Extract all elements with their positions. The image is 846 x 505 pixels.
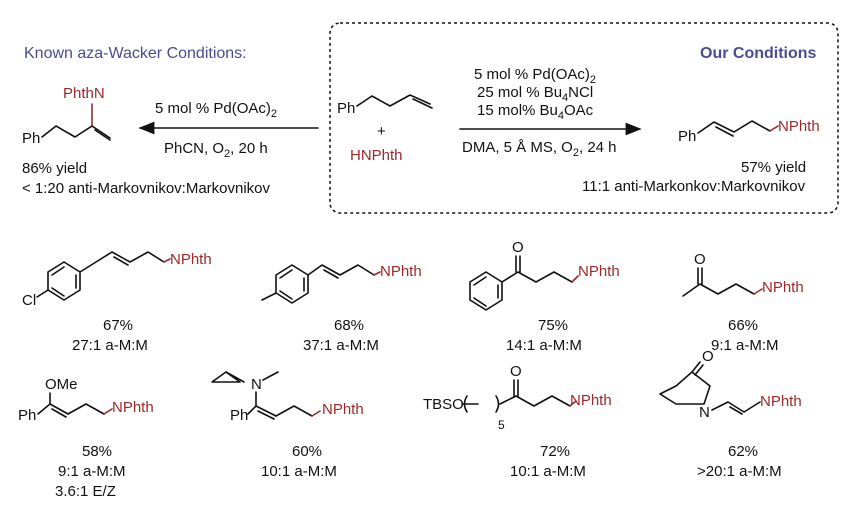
scope-8-n: N xyxy=(699,404,710,421)
scope-6-nphth: NPhth xyxy=(322,401,364,418)
scope-5-ratio: 9:1 a-M:M xyxy=(58,463,126,480)
our-conditions-title: Our Conditions xyxy=(700,45,817,62)
scope-5-ph: Ph xyxy=(18,407,36,424)
scope-8-ratio: >20:1 a-M:M xyxy=(697,463,782,480)
scope-6-n: N xyxy=(251,376,262,393)
known-conditions-line2: PhCN, O2, 20 h xyxy=(164,140,268,160)
known-yield: 86% yield xyxy=(22,160,87,177)
our-product: Ph NPhth xyxy=(678,118,820,145)
substrate-4-phenylbutene: Ph xyxy=(337,94,433,117)
our-conditions-line2: 25 mol % Bu4NCl xyxy=(477,84,593,104)
scope-6-ph: Ph xyxy=(230,407,248,424)
scope-3-nphth: NPhth xyxy=(578,263,620,280)
scope-5-nphth: NPhth xyxy=(112,399,154,416)
scope-5-ome: OMe xyxy=(45,376,78,393)
plus-sign: + xyxy=(377,123,386,140)
scope-product-2: NPhth xyxy=(261,263,422,304)
scope-4-ratio: 9:1 a-M:M xyxy=(711,337,779,354)
scope-1-nphth: NPhth xyxy=(170,251,212,268)
scope-4-o: O xyxy=(694,251,706,268)
scope-2-ratio: 37:1 a-M:M xyxy=(303,337,379,354)
scope-product-4: O NPhth xyxy=(682,251,804,297)
scope-7-yield: 72% xyxy=(540,443,570,460)
scope-3-ratio: 14:1 a-M:M xyxy=(506,337,582,354)
our-yield: 57% yield xyxy=(741,159,806,176)
our-conditions-line3: 15 mol% Bu4OAc xyxy=(477,102,594,122)
scope-5-ez: 3.6:1 E/Z xyxy=(55,483,116,500)
scope-8-o: O xyxy=(702,348,714,365)
scope-6-ratio: 10:1 a-M:M xyxy=(261,463,337,480)
scope-1-cl: Cl xyxy=(22,292,36,309)
scope-7-nphth: NPhth xyxy=(570,392,612,409)
our-selectivity: 11:1 anti-Markonkov:Markovnikov xyxy=(582,178,806,195)
our-conditions-line4: DMA, 5 Å MS, O2, 24 h xyxy=(462,139,617,159)
known-conditions-title: Known aza-Wacker Conditions: xyxy=(24,45,247,62)
scope-3-yield: 75% xyxy=(538,317,568,334)
scope-product-8: O N NPhth xyxy=(659,348,802,421)
scope-5-yield: 58% xyxy=(82,443,112,460)
known-conditions-line1: 5 mol % Pd(OAc)2 xyxy=(155,100,277,120)
our-product-ph: Ph xyxy=(678,128,696,145)
scope-3-o: O xyxy=(512,239,524,256)
scope-product-3: O NPhth xyxy=(469,239,620,311)
scope-4-yield: 66% xyxy=(728,317,758,334)
scope-product-7: TBSO 5 O NPhth xyxy=(423,363,612,432)
scope-1-ratio: 27:1 a-M:M xyxy=(72,337,148,354)
scope-6-yield: 60% xyxy=(292,443,322,460)
scope-product-6: N Ph NPhth xyxy=(211,371,364,424)
scope-2-yield: 68% xyxy=(334,317,364,334)
our-product-nphth: NPhth xyxy=(778,118,820,135)
scope-7-tbso: TBSO xyxy=(423,396,464,413)
scope-8-yield: 62% xyxy=(728,443,758,460)
scope-product-5: OMe Ph NPhth xyxy=(18,376,154,424)
scope-product-1: Cl NPhth xyxy=(22,251,212,309)
known-selectivity: < 1:20 anti-Markovnikov:Markovnikov xyxy=(22,180,271,197)
scope-1-yield: 67% xyxy=(103,317,133,334)
scope-7-o: O xyxy=(510,363,522,380)
reagent-hnphth: HNPhth xyxy=(350,147,403,164)
scope-7-ratio: 10:1 a-M:M xyxy=(510,463,586,480)
scope-2-nphth: NPhth xyxy=(380,263,422,280)
our-conditions-line1: 5 mol % Pd(OAc)2 xyxy=(474,66,596,86)
scope-4-nphth: NPhth xyxy=(762,279,804,296)
known-product: PhthN Ph xyxy=(22,85,111,147)
known-product-phthn: PhthN xyxy=(63,85,105,102)
scope-7-subscript: 5 xyxy=(498,418,505,432)
substrate-ph: Ph xyxy=(337,100,355,117)
our-conditions-box xyxy=(329,22,839,214)
scope-8-nphth: NPhth xyxy=(760,393,802,410)
known-product-ph: Ph xyxy=(22,130,40,147)
